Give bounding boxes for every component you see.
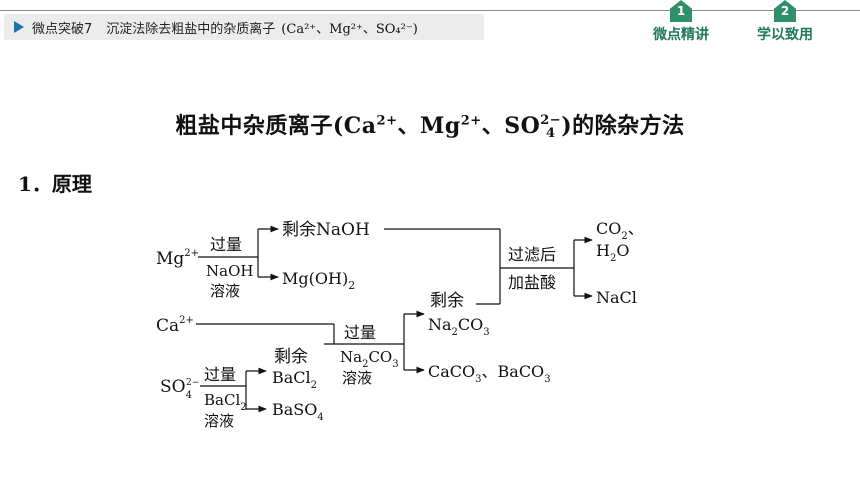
reagent-bacl2-1: BaCl2 <box>204 391 247 413</box>
lesson-ions: (Ca²⁺、Mg²⁺、SO₄²⁻) <box>281 21 418 37</box>
reagent-na2co3-2: 溶液 <box>342 369 372 387</box>
header-bar: 微点突破7 沉淀法除去粗盐中的杂质离子 (Ca²⁺、Mg²⁺、SO₄²⁻) 1 … <box>0 0 860 48</box>
mg-ion-label: Mg2+ <box>156 248 199 269</box>
title-sep1: 、Mg <box>397 113 461 139</box>
ca-ion-label: Ca2+ <box>156 315 194 336</box>
excess-na2co3-2: Na2CO3 <box>428 315 490 338</box>
title-prefix: 粗盐中杂质离子(Ca <box>175 113 377 139</box>
filter-top-label: 过滤后 <box>508 245 556 264</box>
reagent-bacl2-2: 溶液 <box>204 412 234 430</box>
filter-bottom-label: 加盐酸 <box>508 273 556 292</box>
nacl-label: NaCl <box>596 288 637 307</box>
reagent-naoh-1: NaOH <box>206 262 253 280</box>
baso4-label: BaSO4 <box>272 400 324 423</box>
caco3-baco3-label: CaCO3、BaCO3 <box>428 362 551 385</box>
title-so4-charge: 2− <box>540 113 562 128</box>
title-sep2: 、SO <box>481 113 541 139</box>
header-rule <box>0 10 860 11</box>
reagent-na2co3-top: 过量 <box>344 323 376 342</box>
lesson-title: 沉淀法除去粗盐中的杂质离子 <box>106 21 276 37</box>
title-suffix: )的除杂方法 <box>561 113 685 139</box>
tab-number-badge: 1 <box>670 0 692 22</box>
lesson-prefix: 微点突破7 <box>32 21 93 37</box>
tab-label: 学以致用 <box>757 27 813 43</box>
excess-na2co3-1: 剩余 <box>430 291 464 311</box>
tab-practice[interactable]: 2 学以致用 <box>740 0 830 48</box>
title-mg-charge: 2+ <box>460 113 482 129</box>
excess-naoh-label: 剩余NaOH <box>282 220 370 240</box>
mg-oh-2-label: Mg(OH)2 <box>282 269 355 292</box>
title-ca-charge: 2+ <box>376 113 398 129</box>
excess-bacl2-2: BaCl2 <box>272 368 317 391</box>
reagent-naoh-top: 过量 <box>210 235 242 254</box>
h2o-label: H2O <box>596 241 629 264</box>
excess-bacl2-1: 剩余 <box>274 347 308 367</box>
tab-label: 微点精讲 <box>653 27 709 43</box>
co2-label: CO2、 <box>596 219 644 242</box>
reagent-na2co3-1: Na2CO3 <box>340 348 399 370</box>
section-heading: 1．原理 <box>18 172 92 196</box>
reagent-naoh-2: 溶液 <box>210 282 240 300</box>
tab-micro-explain[interactable]: 1 微点精讲 <box>636 0 726 48</box>
lesson-tab[interactable]: 微点突破7 沉淀法除去粗盐中的杂质离子 (Ca²⁺、Mg²⁺、SO₄²⁻) <box>4 14 484 40</box>
play-icon <box>14 21 24 33</box>
so4-ion-label: SO42− <box>160 377 199 401</box>
tab-number-badge: 2 <box>774 0 796 22</box>
reagent-bacl2-top: 过量 <box>204 365 236 384</box>
title-so4-sub: 4 <box>545 126 556 141</box>
